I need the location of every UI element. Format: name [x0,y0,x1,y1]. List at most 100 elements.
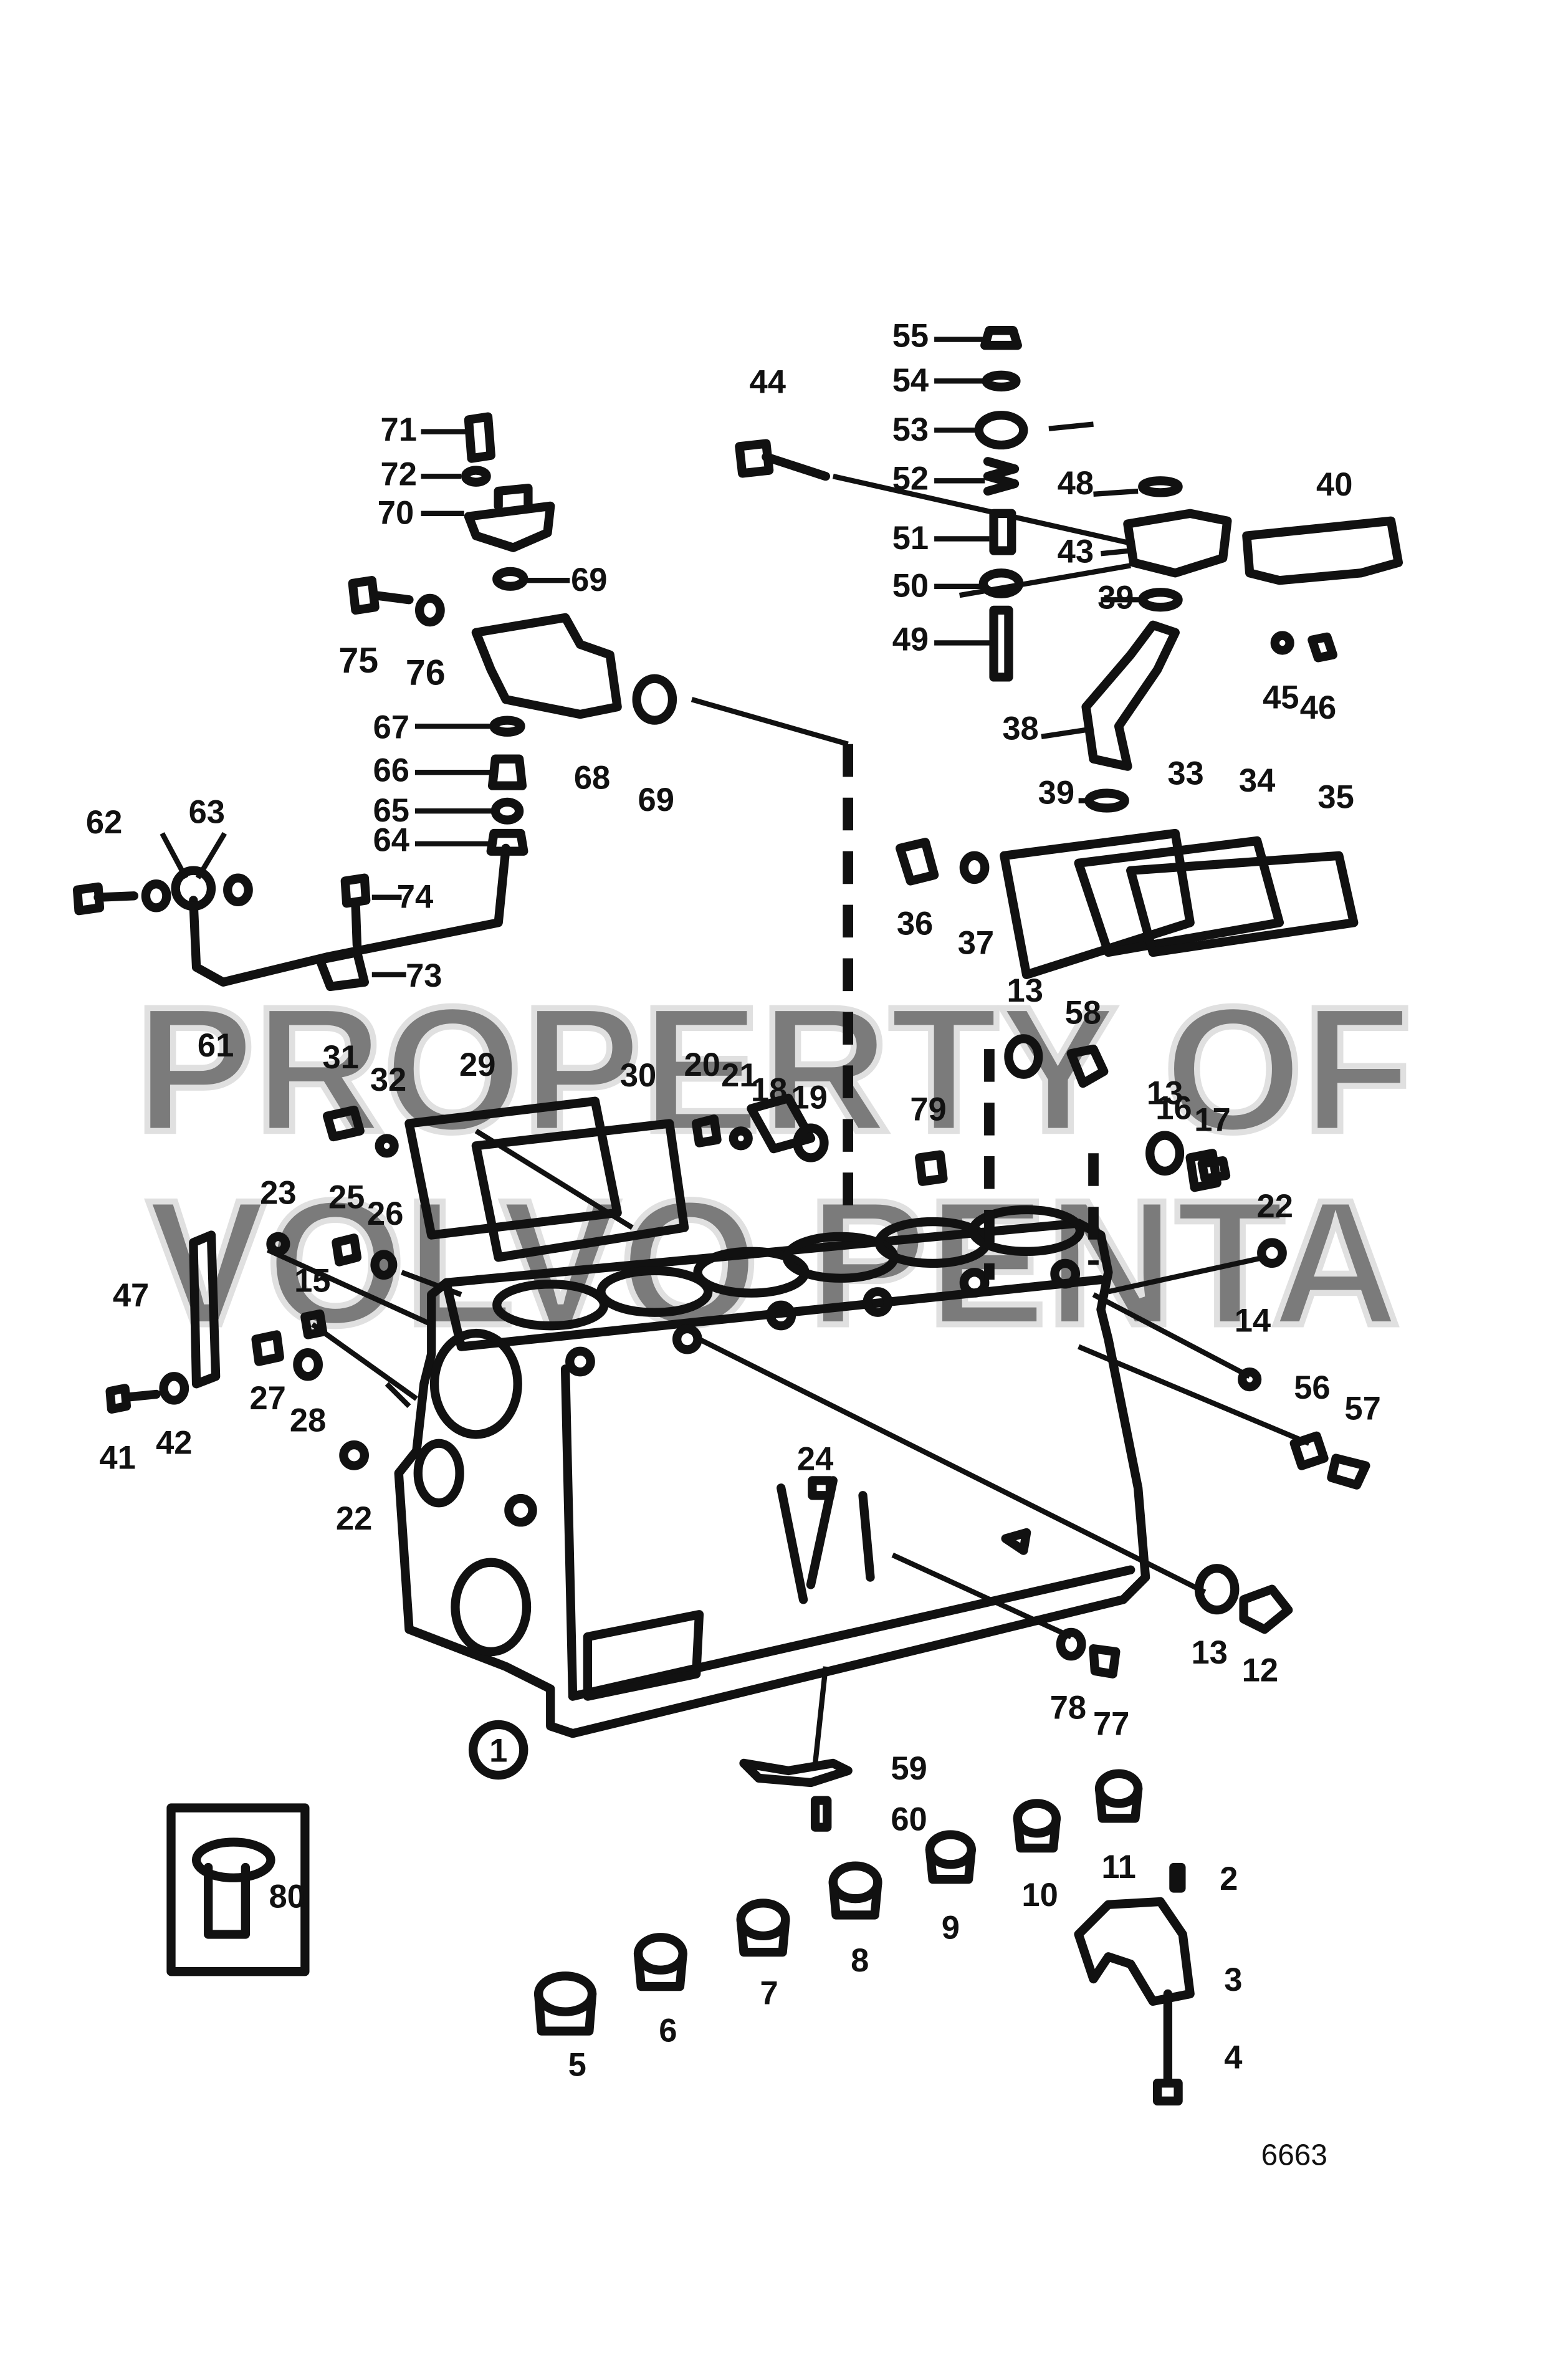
callout-69a: 69 [638,782,674,818]
part-65 [490,797,524,825]
callout-11: 11 [1101,1849,1136,1885]
callout-78: 78 [1050,1689,1086,1726]
bolt-44 [735,439,831,481]
washer-26 [370,1250,398,1280]
label-leader-ticks [160,337,1140,977]
callout-62: 62 [86,804,122,841]
screw-62 [72,882,138,916]
callout-74: 74 [397,878,433,915]
part-70 [464,484,555,552]
spring-52 [983,457,1020,496]
screw-25 [332,1233,362,1267]
callout-66: 66 [373,752,409,788]
stud-49 [989,605,1013,682]
washer-28 [293,1348,323,1381]
flange-68 [471,613,622,719]
callout-50: 50 [892,567,929,604]
part-32 [375,1134,399,1158]
washer-45 [1270,631,1294,655]
plug-22-left [339,1440,369,1470]
callout-76: 76 [406,653,446,692]
callout-45: 45 [1263,679,1299,716]
washer-13-top [1004,1034,1043,1079]
callout-13b: 13 [1007,972,1043,1009]
callout-79: 79 [910,1091,946,1128]
callout-7: 7 [760,1975,778,2012]
callout-52: 52 [892,461,929,497]
cylinder-block [394,1205,1150,1738]
callout-3: 3 [1224,1961,1242,1998]
callout-27: 27 [249,1380,285,1417]
part-31 [323,1105,365,1142]
sleeve-51 [989,509,1016,555]
callout-26: 26 [367,1195,403,1232]
callout-49: 49 [892,621,929,658]
callout-15: 15 [294,1262,330,1299]
callout-53: 53 [892,411,929,448]
callout-40: 40 [1316,466,1352,503]
callout-37: 37 [958,924,994,961]
bracket-47 [189,1230,221,1389]
part-50 [978,568,1024,598]
callout-9: 9 [942,1910,960,1947]
callout-55: 55 [892,317,929,354]
callout-12: 12 [1242,1652,1278,1689]
callout-8: 8 [851,1942,869,1979]
callout-80: 80 [269,1879,305,1915]
main-bearing-shells [533,1769,1143,2036]
callout-64: 64 [373,822,409,859]
screw-36 [896,838,939,886]
callout-73: 73 [406,957,442,994]
nut-55 [980,326,1022,350]
callout-43: 43 [1058,534,1094,570]
dowel-pin [1169,1862,1186,1893]
inset-part-80 [166,1803,310,1976]
callout-31: 31 [322,1039,358,1076]
oring-39-upper [1138,588,1183,612]
screw-77 [1089,1644,1121,1679]
screw-71 [464,412,495,463]
part-66 [487,754,527,790]
screw-20 [692,1114,722,1147]
banjo-63 [171,866,216,911]
oil-jet-screw [810,1796,832,1832]
callout-labels: 1 2 3 4 5 6 7 8 9 10 11 12 13 13 13 14 1… [86,317,1381,2083]
part-79 [915,1150,948,1186]
callout-70: 70 [378,495,414,532]
part-57 [1327,1454,1370,1490]
seal-69-right [632,674,677,725]
screw-41 [105,1384,161,1414]
nut-64 [486,828,528,856]
plug-14 [1238,1367,1262,1392]
part-17 [1197,1156,1231,1184]
pipe-38 [1081,620,1180,771]
washer-21 [729,1126,753,1151]
screw-74 [340,873,371,950]
washer-76 [415,593,445,627]
callout-5: 5 [568,2046,586,2083]
housing-33 [1000,828,1195,979]
callout-20: 20 [684,1046,720,1083]
callout-4: 4 [1224,2039,1242,2076]
callout-23: 23 [260,1174,296,1211]
part-72 [461,466,491,487]
callout-58: 58 [1065,995,1101,1032]
callout-28: 28 [290,1402,326,1439]
callout-16: 16 [1155,1090,1192,1126]
bush-53 [974,411,1028,450]
plug-58 [1066,1045,1109,1088]
seal-19 [793,1123,829,1162]
callout-54: 54 [892,362,929,399]
leader-lines [266,474,1311,1764]
part-16 [1185,1149,1221,1192]
callout-36: 36 [897,905,933,942]
washer-42 [159,1372,189,1405]
callout-17: 17 [1194,1101,1230,1138]
callout-35: 35 [1317,778,1354,815]
callout-29: 29 [459,1046,495,1083]
washer-63b [223,873,253,906]
washer-78 [1056,1627,1086,1661]
part-15 [300,1309,328,1339]
callout-33: 33 [1167,755,1203,792]
plug [1239,1584,1293,1634]
